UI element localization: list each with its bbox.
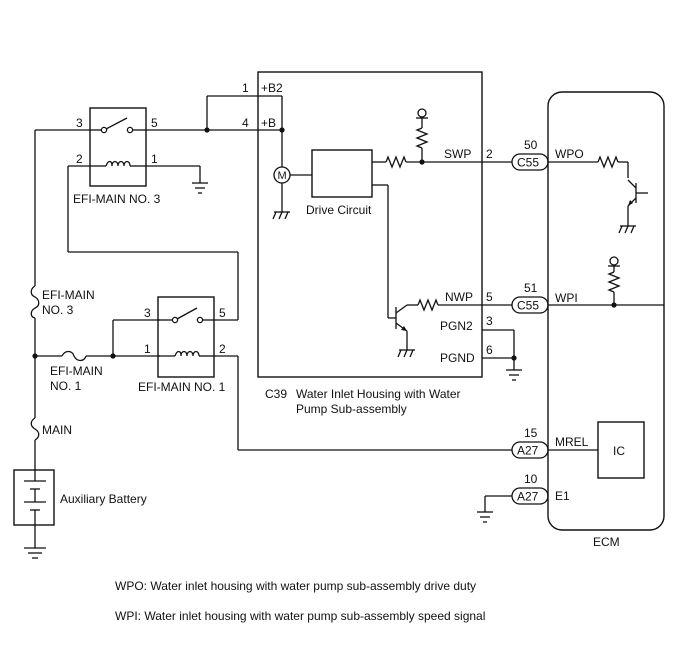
svg-text:PGN2: PGN2 <box>440 319 473 333</box>
svg-text:A27: A27 <box>517 444 539 458</box>
fuse-main-symbol <box>30 417 40 441</box>
pump-title-2: Pump Sub-assembly <box>296 402 407 416</box>
svg-text:M: M <box>278 170 287 182</box>
svg-text:MREL: MREL <box>555 435 589 449</box>
fuse-efi-main-3-symbol <box>30 285 40 319</box>
fuse-efi-main-1-label: EFI-MAIN <box>50 364 103 378</box>
ground-pgnd-icon <box>506 369 522 381</box>
note-wpi: WPI: Water inlet housing with water pump… <box>115 609 485 623</box>
svg-text:E1: E1 <box>555 489 570 503</box>
svg-text:SWP: SWP <box>444 147 471 161</box>
ecm-module: ECM WPO WPI MREL IC <box>547 91 665 549</box>
svg-text:3: 3 <box>76 116 83 130</box>
pump-connector-label: C39 <box>265 387 287 401</box>
svg-text:C55: C55 <box>517 156 539 170</box>
ground-motor-icon <box>272 211 290 220</box>
svg-text:5: 5 <box>486 290 493 304</box>
connector-c55-wpi: C55 51 <box>511 281 549 314</box>
ecm-label: ECM <box>593 535 620 549</box>
connector-a27-e1: A27 10 <box>511 472 549 505</box>
pump-title: Water Inlet Housing with Water <box>296 387 461 401</box>
relay-efi-main-3-label: EFI-MAIN NO. 3 <box>73 192 161 206</box>
svg-text:4: 4 <box>242 116 249 130</box>
svg-text:Drive Circuit: Drive Circuit <box>306 203 372 217</box>
svg-text:5: 5 <box>151 116 158 130</box>
svg-text:2: 2 <box>76 152 83 166</box>
fuse-efi-main-3-label-2: NO. 3 <box>42 303 74 317</box>
svg-text:NWP: NWP <box>445 290 473 304</box>
svg-text:WPI: WPI <box>555 291 578 305</box>
ground-battery-icon <box>24 545 46 559</box>
fuse-efi-main-1-symbol <box>61 350 87 362</box>
connector-c55-wpo: C55 50 <box>511 138 549 171</box>
svg-text:+B: +B <box>261 116 276 130</box>
svg-text:10: 10 <box>524 472 538 486</box>
svg-text:A27: A27 <box>517 490 539 504</box>
svg-text:PGND: PGND <box>440 351 475 365</box>
connector-a27-mrel: A27 15 <box>511 426 549 459</box>
svg-text:C55: C55 <box>517 299 539 313</box>
fuse-main-label: MAIN <box>42 423 72 437</box>
pullup-swp-icon <box>417 108 427 118</box>
ground-e1-icon <box>477 511 493 523</box>
svg-text:IC: IC <box>613 444 625 458</box>
svg-text:5: 5 <box>219 306 226 320</box>
ground-wpo-icon <box>618 225 636 234</box>
battery-label: Auxiliary Battery <box>60 492 147 506</box>
svg-text:1: 1 <box>144 342 151 356</box>
auxiliary-battery <box>13 469 55 526</box>
svg-text:3: 3 <box>144 306 151 320</box>
svg-text:15: 15 <box>524 426 538 440</box>
ic-box <box>597 421 645 479</box>
pullup-wpi-icon <box>609 256 619 266</box>
svg-text:+B2: +B2 <box>261 81 283 95</box>
svg-text:1: 1 <box>151 152 158 166</box>
svg-text:3: 3 <box>486 314 493 328</box>
svg-text:1: 1 <box>242 81 249 95</box>
relay-efi-main-1-label: EFI-MAIN NO. 1 <box>138 380 226 394</box>
relay-efi-main-1: 3 5 1 2 EFI-MAIN NO. 1 <box>138 296 226 394</box>
power-supply-section: EFI-MAIN NO. 3 MAIN EFI-MAIN NO. 1 Auxil… <box>13 130 160 559</box>
fuse-efi-main-1-label-2: NO. 1 <box>50 379 82 393</box>
drive-circuit-box <box>311 149 373 198</box>
svg-text:50: 50 <box>524 138 538 152</box>
water-pump-assembly: 1 +B2 4 +B M Drive Circuit <box>242 71 493 416</box>
svg-text:2: 2 <box>219 342 226 356</box>
note-wpo: WPO: Water inlet housing with water pump… <box>115 579 476 593</box>
fuse-efi-main-3-label: EFI-MAIN <box>42 288 95 302</box>
ground-transistor-icon <box>397 349 415 358</box>
ground-relay3-icon <box>192 182 208 194</box>
svg-text:51: 51 <box>524 281 538 295</box>
svg-text:6: 6 <box>486 343 493 357</box>
svg-text:2: 2 <box>486 147 493 161</box>
svg-text:WPO: WPO <box>555 147 584 161</box>
relay-efi-main-3: 3 5 2 1 EFI-MAIN NO. 3 <box>73 107 161 206</box>
